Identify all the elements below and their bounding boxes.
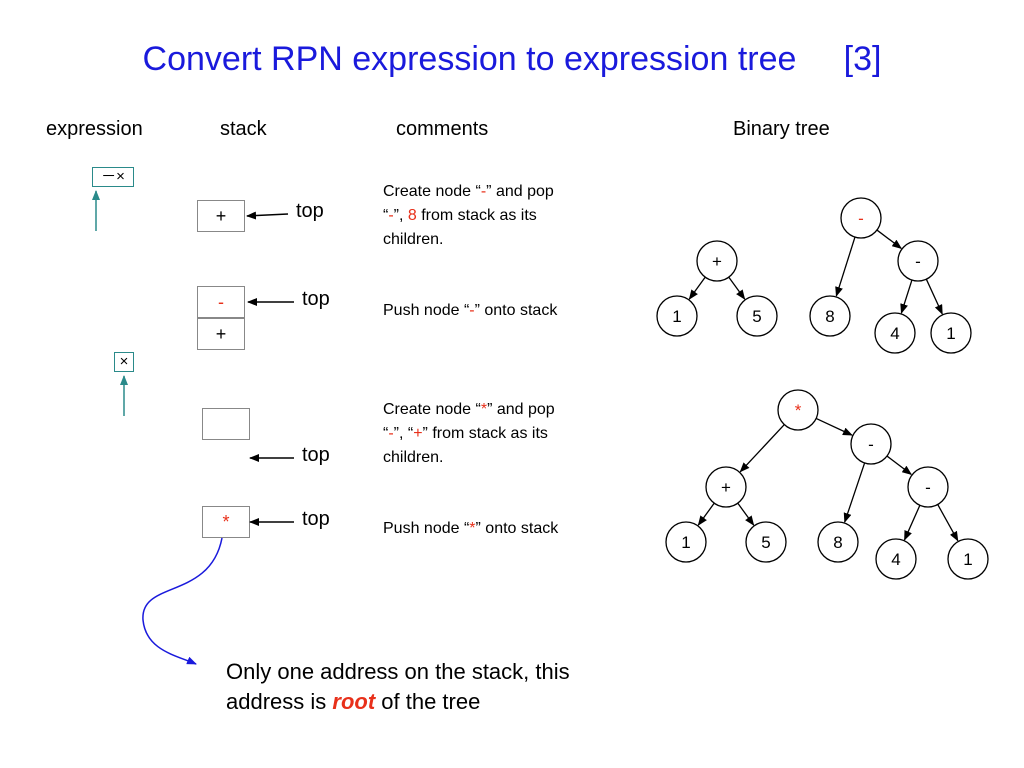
root-pointer-curve <box>142 537 223 665</box>
tree-edge-arrow <box>937 504 959 542</box>
top-label: top <box>296 200 324 222</box>
header-expression: expression <box>46 118 143 140</box>
top-label: top <box>302 288 330 310</box>
tree-node-label: + <box>721 478 731 497</box>
tree-node: 4 <box>874 312 916 354</box>
tree-nodes: +1 5 - 8 - 4 1 * - +1 5 8 - 4 1 <box>656 197 989 580</box>
tree-node: 5 <box>736 295 778 337</box>
times-symbol: × <box>116 168 125 185</box>
header-binary-tree: Binary tree <box>733 118 830 140</box>
tree-node-label: 1 <box>946 324 955 343</box>
tree-node: + <box>705 466 747 508</box>
tree-node-label: 8 <box>833 533 842 552</box>
tree-node-label: 8 <box>825 307 834 326</box>
top-arrow <box>246 211 289 220</box>
tree-node-label: 1 <box>672 307 681 326</box>
slide-title: Convert RPN expression to expression tre… <box>142 40 882 78</box>
tree-node: - <box>907 466 949 508</box>
header-comments: comments <box>396 118 489 140</box>
header-stack: stack <box>220 118 267 140</box>
tree-edge-arrow <box>739 424 785 473</box>
tree-node: 8 <box>817 521 859 563</box>
root-word: root <box>332 689 376 714</box>
tree-edge-arrow <box>876 229 903 249</box>
tree-edge-arrow <box>925 278 943 315</box>
stack-cell: + <box>197 318 245 350</box>
tree-edge-arrow <box>737 502 755 526</box>
tree-edge-arrow <box>688 276 706 300</box>
tree-node: - <box>897 240 939 282</box>
tree-edge-arrow <box>835 236 856 297</box>
comment-4: Push node “*” onto stack <box>383 520 559 537</box>
stack-cell: * <box>202 506 250 538</box>
tree-node-label: 1 <box>963 550 972 569</box>
tree-node: - <box>850 423 892 465</box>
tree-node: + <box>696 240 738 282</box>
tree-node: 1 <box>656 295 698 337</box>
comment-2: Push node “-” onto stack <box>383 302 558 319</box>
tree-node-label: - <box>915 252 921 271</box>
minus-symbol: － <box>101 168 117 185</box>
tree-node-label: - <box>868 435 874 454</box>
tree-node: - <box>840 197 882 239</box>
tree-node-label: 5 <box>761 533 770 552</box>
tree-node: 8 <box>809 295 851 337</box>
comment-3: Create node “*” and pop “-”, “+” from st… <box>383 401 555 466</box>
tree-edge-arrow <box>903 505 921 541</box>
top-label: top <box>302 508 330 530</box>
tree-edge-arrow <box>815 417 853 436</box>
tree-node-label: * <box>795 401 802 420</box>
tree-node: * <box>777 389 819 431</box>
tree-edge-arrow <box>697 502 715 526</box>
expression-box-1: －× <box>92 167 134 187</box>
tree-node-label: 4 <box>891 550 900 569</box>
top-label: top <box>302 444 330 466</box>
comment-1: Create node “-” and pop “-”, 8 from stac… <box>383 183 554 248</box>
tree-node: 4 <box>875 538 917 580</box>
times-symbol: × <box>119 353 129 370</box>
tree-node-label: - <box>925 478 931 497</box>
tree-edge-arrow <box>900 279 913 314</box>
stack-cell: + <box>197 200 245 232</box>
tree-edge-arrow <box>886 455 913 475</box>
tree-node: 5 <box>745 521 787 563</box>
tree-node-label: 5 <box>752 307 761 326</box>
tree-edges <box>688 229 959 542</box>
tree-node: 1 <box>947 538 989 580</box>
expression-box-2: × <box>114 352 134 372</box>
tree-node-label: + <box>712 252 722 271</box>
tree-node-label: 1 <box>681 533 690 552</box>
tree-node-label: - <box>858 209 864 228</box>
tree-node-label: 4 <box>890 324 899 343</box>
stack-cell-empty <box>202 408 250 440</box>
tree-edge-arrow <box>843 462 866 524</box>
conclusion-text: Only one address on the stack, this addr… <box>226 659 570 714</box>
stack-cell: - <box>197 286 245 318</box>
tree-node: 1 <box>930 312 972 354</box>
tree-node: 1 <box>665 521 707 563</box>
tree-edge-arrow <box>728 276 746 300</box>
